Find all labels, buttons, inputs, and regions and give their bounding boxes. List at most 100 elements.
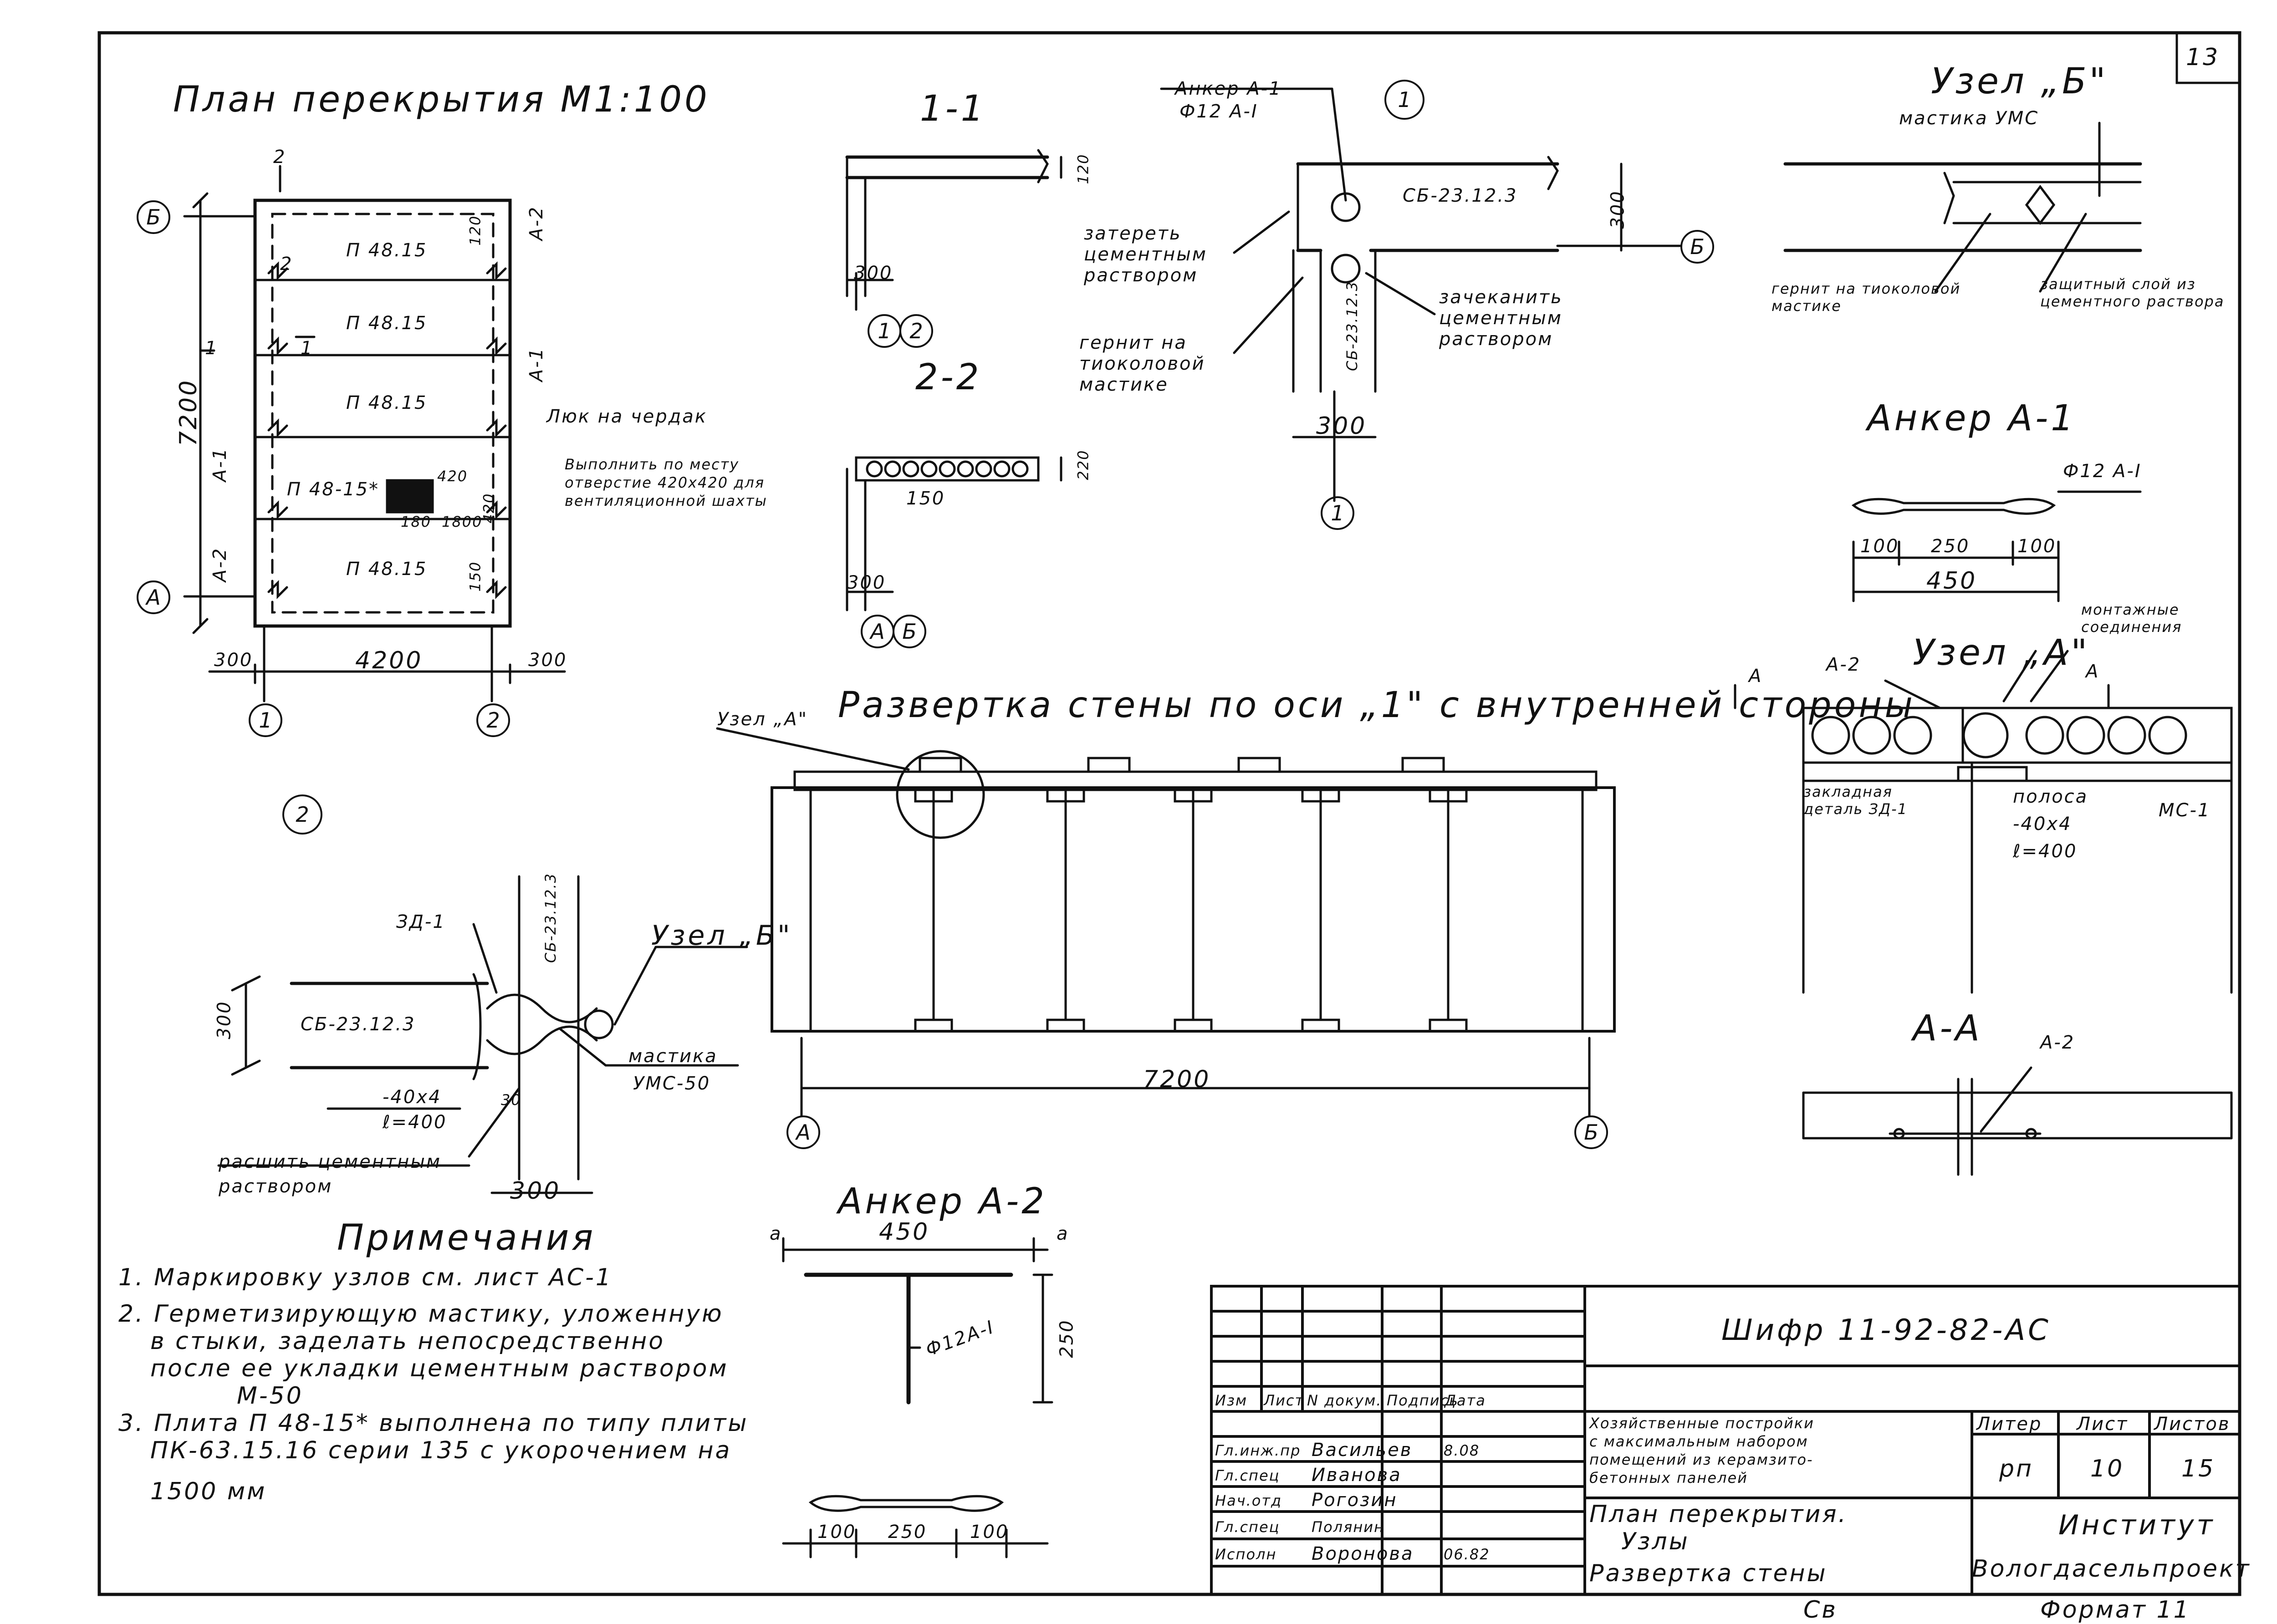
elevation-dim: 7200 <box>1143 1066 1211 1093</box>
section-2-2-axis-b: Б <box>893 615 926 648</box>
node-2-dim-300v: 300 <box>214 1000 235 1039</box>
section-1-1-dim-300: 300 <box>854 263 893 284</box>
anchor-a1-dim-1: 100 <box>1860 536 1899 557</box>
notes-item-5: М-50 <box>237 1382 303 1410</box>
stamp-project-1: Хозяйственные постройки <box>1589 1415 1814 1432</box>
plan-slab-3: П 48.15 <box>346 392 428 413</box>
node-1-geometry <box>1160 87 1682 502</box>
plan-slab-4: П 48-15* <box>287 479 380 500</box>
stamp-sheets: 15 <box>2181 1455 2216 1482</box>
anchor-a1-dim-3: 100 <box>2017 536 2057 557</box>
stamp-role-1: Гл.инж.пр <box>1215 1442 1301 1459</box>
node-2-node-ref: Узел „Б" <box>651 920 793 952</box>
anchor-a1-total: 450 <box>1926 567 1977 595</box>
stamp-sheet: 10 <box>2090 1455 2124 1482</box>
plan-dim-height: 7200 <box>175 378 203 447</box>
node-2-dim-30: 30 <box>501 1091 521 1109</box>
node-a-note-right3: ℓ=400 <box>2013 841 2078 862</box>
plan-dim-width: 4200 <box>355 647 423 674</box>
plan-axis-1: 1 <box>249 703 282 737</box>
elevation-axis-b: Б <box>1574 1115 1608 1149</box>
notes-item-4: после ее укладки цементным раствором <box>150 1355 729 1382</box>
stamp-role-4: Гл.спец <box>1215 1518 1280 1536</box>
sheet-copied: Св <box>1803 1596 1838 1624</box>
stamp-sheet-title-2: Узлы <box>1621 1528 1690 1555</box>
stamp-project-2: с максимальным набором <box>1589 1433 1808 1450</box>
plan-slab-2: П 48.15 <box>346 313 428 334</box>
plan-hole-dim-3: 1800 <box>442 513 483 530</box>
notes-item-2: 2. Герметизирующую мастику, уложенную <box>118 1300 724 1328</box>
stamp-name-2: Иванова <box>1312 1465 1402 1486</box>
stamp-header-izm: Изм <box>1215 1392 1248 1409</box>
anchor-a2-dim-1: 100 <box>817 1522 857 1543</box>
node-b-note-left: гернит на тиоколовой мастике <box>1772 280 1961 315</box>
node-1-dim-300v: 300 <box>1607 190 1629 229</box>
anchor-a2-dim-2: 250 <box>888 1522 927 1543</box>
notes-item-3: в стыки, заделать непосредственно <box>150 1328 665 1355</box>
node-1-bubble: 1 <box>1384 80 1424 120</box>
plan-hole-dim-4: 420 <box>480 493 498 524</box>
section-aa-ref: А-2 <box>2040 1032 2075 1053</box>
plan-anchor-a2-right: А-2 <box>526 205 547 241</box>
node-1-anchor-spec: Ф12 А-I <box>1179 101 1258 122</box>
anchor-a1-title: Анкер А-1 <box>1867 398 2076 439</box>
node-2-note-left: расшить цементным раствором <box>219 1151 442 1197</box>
stamp-header-doc: N докум. <box>1307 1392 1382 1409</box>
stamp-role-5: Исполн <box>1215 1546 1277 1563</box>
elevation-axis-a: А <box>786 1115 820 1149</box>
notes-item-8: 1500 мм <box>150 1478 267 1505</box>
section-2-2-axis-a: А <box>861 615 894 648</box>
anchor-a2-dim-3: 100 <box>970 1522 1009 1543</box>
stamp-stage-header-liter: Литер <box>1976 1414 2042 1435</box>
notes-title: Примечания <box>337 1217 596 1258</box>
section-aa-geometry <box>1802 1066 2233 1176</box>
node-a-note-left: закладная деталь ЗД-1 <box>1803 783 1908 818</box>
section-1-1-geometry <box>845 149 1062 311</box>
node-a-section-mark-left: А <box>1749 666 1763 687</box>
plan-anchor-a1-left: А-1 <box>209 447 231 482</box>
stamp-name-3: Рогозин <box>1312 1490 1398 1511</box>
stamp-stage: рп <box>1999 1455 2034 1482</box>
stamp-project-3: помещений из керамзито- <box>1589 1451 1813 1468</box>
plan-axis-a: А <box>137 580 170 614</box>
node-1-anchor-label: Анкер А-1 <box>1175 78 1282 99</box>
stamp-stage-header-sheets: Листов <box>2154 1414 2231 1435</box>
anchor-a2-title: Анкер А-2 <box>838 1181 1047 1222</box>
node-b-note-right: защитный слой из цементного раствора <box>2040 275 2225 311</box>
plan-note-hatch: Люк на чердак <box>546 406 707 427</box>
stamp-sheet-title-1: План перекрытия. <box>1589 1501 1848 1528</box>
stamp-project-4: бетонных панелей <box>1589 1469 1748 1487</box>
plan-slab-1: П 48.15 <box>346 240 428 261</box>
node-1-dim-300h: 300 <box>1316 412 1367 440</box>
stamp-name-1: Васильев <box>1312 1440 1413 1461</box>
elevation-geometry <box>716 727 1616 1117</box>
node-b-geometry <box>1783 122 2142 293</box>
notes-item-7: ПК-63.15.16 серии 135 с укорочением на <box>150 1437 732 1464</box>
anchor-a2-geometry <box>782 1237 1053 1558</box>
plan-section-mark-2b: 2 <box>280 254 293 275</box>
node-a-geometry <box>1734 650 2233 994</box>
title-block-geometry <box>1210 1285 2241 1596</box>
node-2-dim-300h: 300 <box>510 1177 561 1205</box>
plan-hole-dim-1: 420 <box>437 468 468 485</box>
stamp-date-5: 06.82 <box>1444 1546 1490 1563</box>
notes-item-6: 3. Плита П 48-15* выполнена по типу плит… <box>118 1410 749 1437</box>
anchor-a1-geometry <box>1851 490 2142 602</box>
anchor-a2-side: 250 <box>1056 1319 1077 1358</box>
stamp-org-2: Вологдасельпроект <box>1972 1555 2251 1583</box>
section-2-2-geometry <box>846 456 1062 611</box>
node-a-section-mark-right: А <box>2086 661 2100 682</box>
stamp-name-4: Полянин <box>1312 1518 1384 1536</box>
plan-anchor-a1-right: А-1 <box>526 346 547 382</box>
node-2-strip2: ℓ=400 <box>383 1112 447 1133</box>
node-1-note-left1: затереть цементным раствором <box>1084 223 1207 286</box>
plan-dim-120: 120 <box>466 215 484 246</box>
plan-hole-dim-2: 180 <box>401 513 432 530</box>
plan-dim-left: 300 <box>214 650 253 671</box>
section-1-1-dim-120: 120 <box>1074 153 1092 184</box>
node-2-strip1: -40х4 <box>383 1087 442 1108</box>
sheet-number: 13 <box>2186 44 2220 71</box>
plan-axis-b: Б <box>137 200 170 234</box>
stamp-date-1: 8.08 <box>1444 1442 1480 1459</box>
stamp-name-5: Воронова <box>1312 1543 1414 1564</box>
